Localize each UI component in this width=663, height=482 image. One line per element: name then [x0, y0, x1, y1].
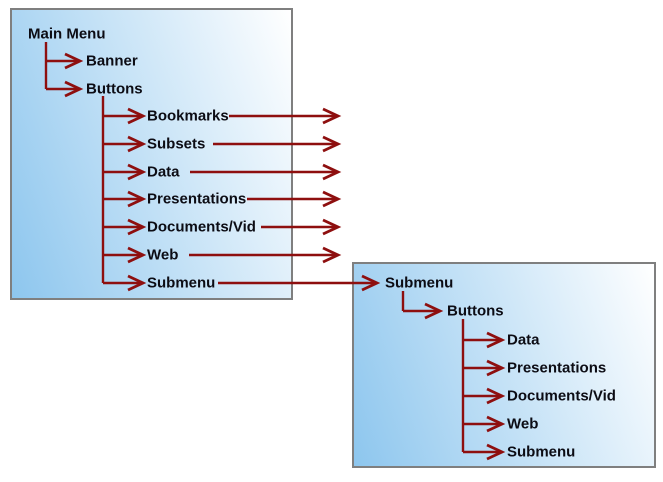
tree1-item-documents-vid: Documents/Vid: [147, 218, 256, 236]
arrowhead-icon: [322, 107, 342, 125]
tree1-item-main-menu: Main Menu: [28, 25, 106, 43]
arrowhead-icon: [127, 218, 147, 236]
arrowhead-icon: [322, 218, 342, 236]
tree1-item-bookmarks: Bookmarks: [147, 107, 229, 125]
arrowhead-icon: [127, 190, 147, 208]
tree1-item-buttons: Buttons: [86, 80, 143, 98]
tree2-item-presentations: Presentations: [507, 359, 607, 377]
arrowhead-icon: [361, 274, 381, 292]
arrowhead-icon: [486, 443, 506, 461]
arrowhead-icon: [322, 163, 342, 181]
arrowhead-icon: [64, 52, 84, 70]
tree1-item-banner: Banner: [86, 52, 138, 70]
submenu-link-arrow: [218, 274, 381, 292]
tree1-item-web: Web: [147, 246, 179, 264]
tree2-item-submenu: Submenu: [385, 274, 454, 292]
arrowhead-icon: [127, 107, 147, 125]
tree2-item-buttons: Buttons: [447, 302, 504, 320]
tree1-item-presentations: Presentations: [147, 190, 247, 208]
tree2-level2-connector: [461, 319, 506, 461]
tree2-item-data: Data: [507, 331, 540, 349]
external-arrows: [189, 107, 342, 264]
tree2-level1-connector: [401, 291, 444, 320]
tree1-level1-connector: [44, 42, 84, 98]
arrowhead-icon: [322, 246, 342, 264]
arrowhead-icon: [486, 387, 506, 405]
arrowhead-icon: [64, 80, 84, 98]
main-menu-panel: [10, 8, 293, 300]
arrowhead-icon: [486, 359, 506, 377]
arrowhead-icon: [424, 302, 444, 320]
arrowhead-icon: [322, 135, 342, 153]
arrowhead-icon: [322, 190, 342, 208]
arrowhead-icon: [486, 415, 506, 433]
tree2-item-web: Web: [507, 415, 539, 433]
tree1-level2-connector: [101, 96, 147, 292]
arrowhead-icon: [127, 163, 147, 181]
arrowhead-icon: [127, 135, 147, 153]
arrowhead-icon: [127, 274, 147, 292]
tree1-item-data: Data: [147, 163, 180, 181]
tree2-item-submenu-2: Submenu: [507, 443, 576, 461]
tree2-item-documents-vid: Documents/Vid: [507, 387, 616, 405]
arrowhead-icon: [127, 246, 147, 264]
tree1-item-submenu: Submenu: [147, 274, 216, 292]
tree1-item-subsets: Subsets: [147, 135, 206, 153]
arrowhead-icon: [486, 331, 506, 349]
